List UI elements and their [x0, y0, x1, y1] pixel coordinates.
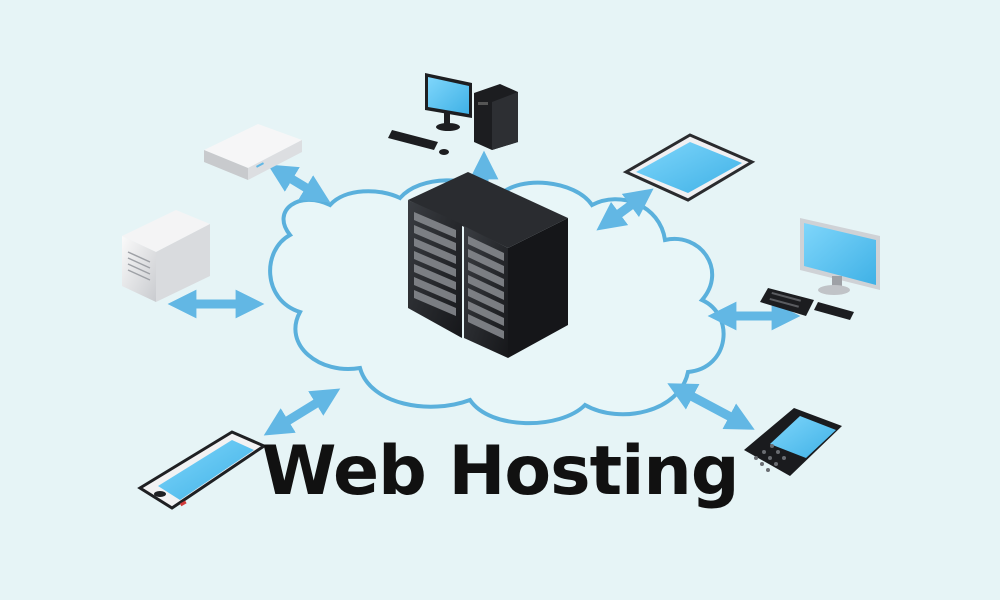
server-rack-icon [408, 172, 568, 358]
tablet-icon [622, 133, 756, 202]
arrow-router [267, 164, 331, 203]
diagram-title: Web Hosting [261, 432, 739, 511]
arrow-smartphone [263, 388, 341, 436]
connection-arrows [167, 150, 801, 436]
smartphone-icon [137, 430, 268, 510]
nas-server-icon [122, 210, 210, 302]
monitor-icon [760, 218, 880, 320]
arrow-qwerty-phone [667, 383, 755, 430]
arrow-tablet [596, 188, 654, 231]
desktop-computer-icon [388, 73, 518, 155]
qwerty-phone-icon [744, 408, 842, 476]
router-icon [204, 124, 302, 180]
